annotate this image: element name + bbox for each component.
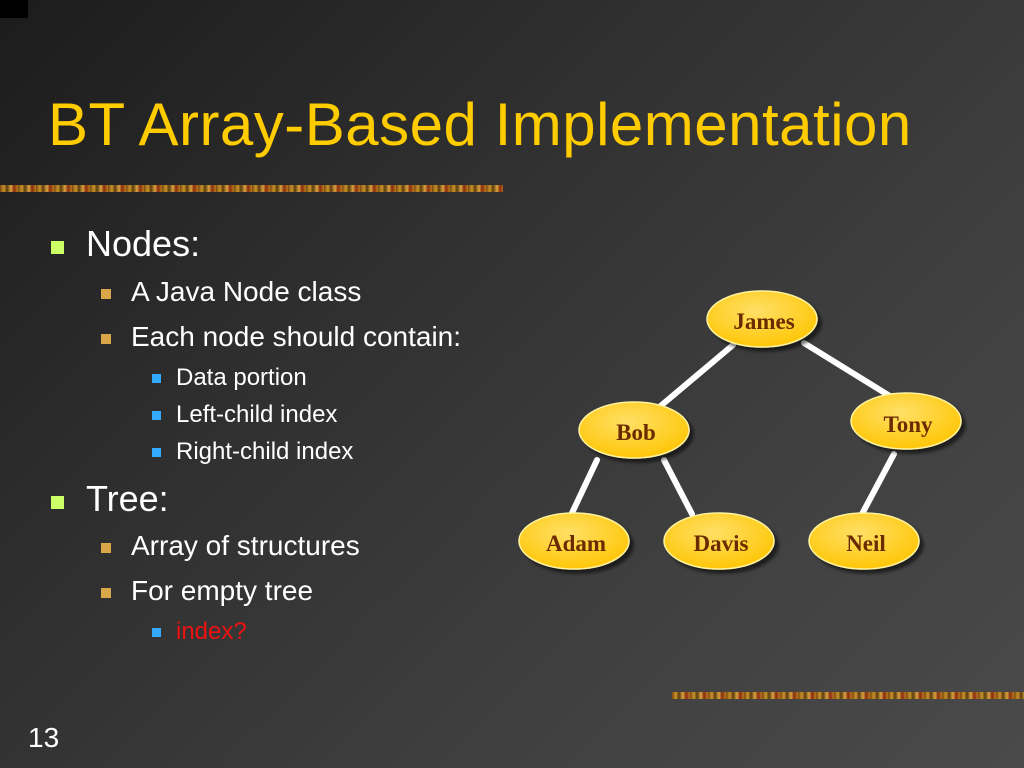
edge-bob-adam — [569, 457, 600, 516]
corner-mark — [0, 0, 28, 18]
footer-divider — [672, 692, 1024, 699]
bullet-marker — [51, 496, 64, 509]
bullet-marker — [101, 289, 111, 299]
tree-node-label: Davis — [694, 531, 749, 556]
tree-node-james: James — [706, 290, 818, 348]
tree-node-bob: Bob — [578, 401, 690, 459]
bullet-index-question: index? — [176, 618, 247, 645]
tree-node-label: Bob — [616, 420, 656, 445]
bullet-marker — [101, 543, 111, 553]
bullet-data-portion: Data portion — [176, 364, 307, 391]
edge-james-bob — [654, 342, 736, 412]
bullet-left-child-index: Left-child index — [176, 401, 338, 428]
bullet-marker — [152, 374, 161, 383]
edge-tony-neil — [859, 451, 897, 517]
bullet-marker — [51, 241, 64, 254]
bullet-nodes: Nodes: — [86, 223, 201, 264]
bullet-empty-tree: For empty tree — [131, 575, 314, 606]
tree-node-davis: Davis — [663, 512, 775, 570]
bullet-right-child-index: Right-child index — [176, 438, 354, 465]
tree-node-label: Tony — [883, 412, 933, 437]
bullet-java-node-class: A Java Node class — [131, 276, 362, 307]
tree-node-label: Adam — [546, 531, 606, 556]
tree-node-adam: Adam — [518, 512, 630, 570]
tree-node-label: James — [733, 309, 794, 334]
tree-node-tony: Tony — [850, 392, 962, 450]
slide-title: BT Array-Based Implementation — [48, 91, 912, 158]
bullet-marker — [152, 411, 161, 420]
edge-bob-davis — [661, 457, 695, 517]
bullet-marker — [101, 588, 111, 598]
title-divider — [0, 185, 503, 192]
tree-node-neil: Neil — [808, 512, 920, 570]
bullet-tree: Tree: — [86, 478, 169, 519]
bullet-marker — [101, 334, 111, 344]
slide-number: 13 — [28, 722, 60, 753]
edge-james-tony — [801, 340, 896, 401]
bullet-node-contains: Each node should contain: — [131, 321, 462, 352]
tree-node-label: Neil — [846, 531, 886, 556]
bullet-marker — [152, 628, 161, 637]
bullet-array-of-structures: Array of structures — [131, 530, 360, 561]
bullet-marker — [152, 448, 161, 457]
